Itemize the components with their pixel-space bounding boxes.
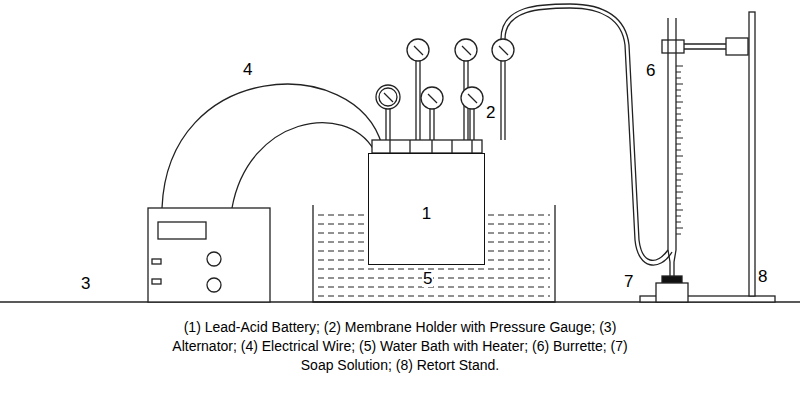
bottle-cap (662, 276, 682, 283)
soap-bottle (656, 283, 688, 302)
callout-number: 8 (757, 268, 768, 285)
electrical-wire (232, 123, 374, 208)
alternator-button (152, 259, 161, 264)
pressure-gauge (461, 87, 483, 109)
callout-number: 6 (645, 62, 656, 79)
figure-caption: (1) Lead-Acid Battery; (2) Membrane Hold… (165, 318, 635, 375)
electrical-wire (162, 84, 382, 208)
membrane-holder (372, 140, 482, 153)
pressure-gauge (407, 39, 429, 61)
burette (675, 18, 676, 250)
battery-box: 1 (368, 153, 485, 265)
burette-scale (676, 66, 683, 234)
burette (667, 18, 668, 250)
alternator-box (148, 208, 270, 302)
callout-number: 1 (369, 204, 484, 224)
alternator-knob (207, 278, 221, 292)
pressure-gauge (376, 85, 400, 109)
callout-number: 2 (485, 104, 496, 121)
clamp (726, 38, 748, 55)
alternator-button (152, 279, 161, 284)
pressure-gauge (379, 88, 397, 106)
alternator-display (158, 222, 206, 239)
callout-number: 5 (422, 270, 433, 287)
stand-rod (749, 12, 755, 296)
callout-number: 7 (623, 273, 634, 290)
gas-tube (505, 8, 672, 265)
callout-number: 4 (242, 61, 253, 78)
pressure-gauge (455, 39, 477, 61)
alternator-knob (207, 252, 221, 266)
pressure-gauge (492, 39, 514, 61)
clamp (662, 40, 684, 53)
gas-tube (501, 4, 668, 260)
pressure-gauge (421, 87, 443, 109)
callout-number: 3 (80, 275, 91, 292)
